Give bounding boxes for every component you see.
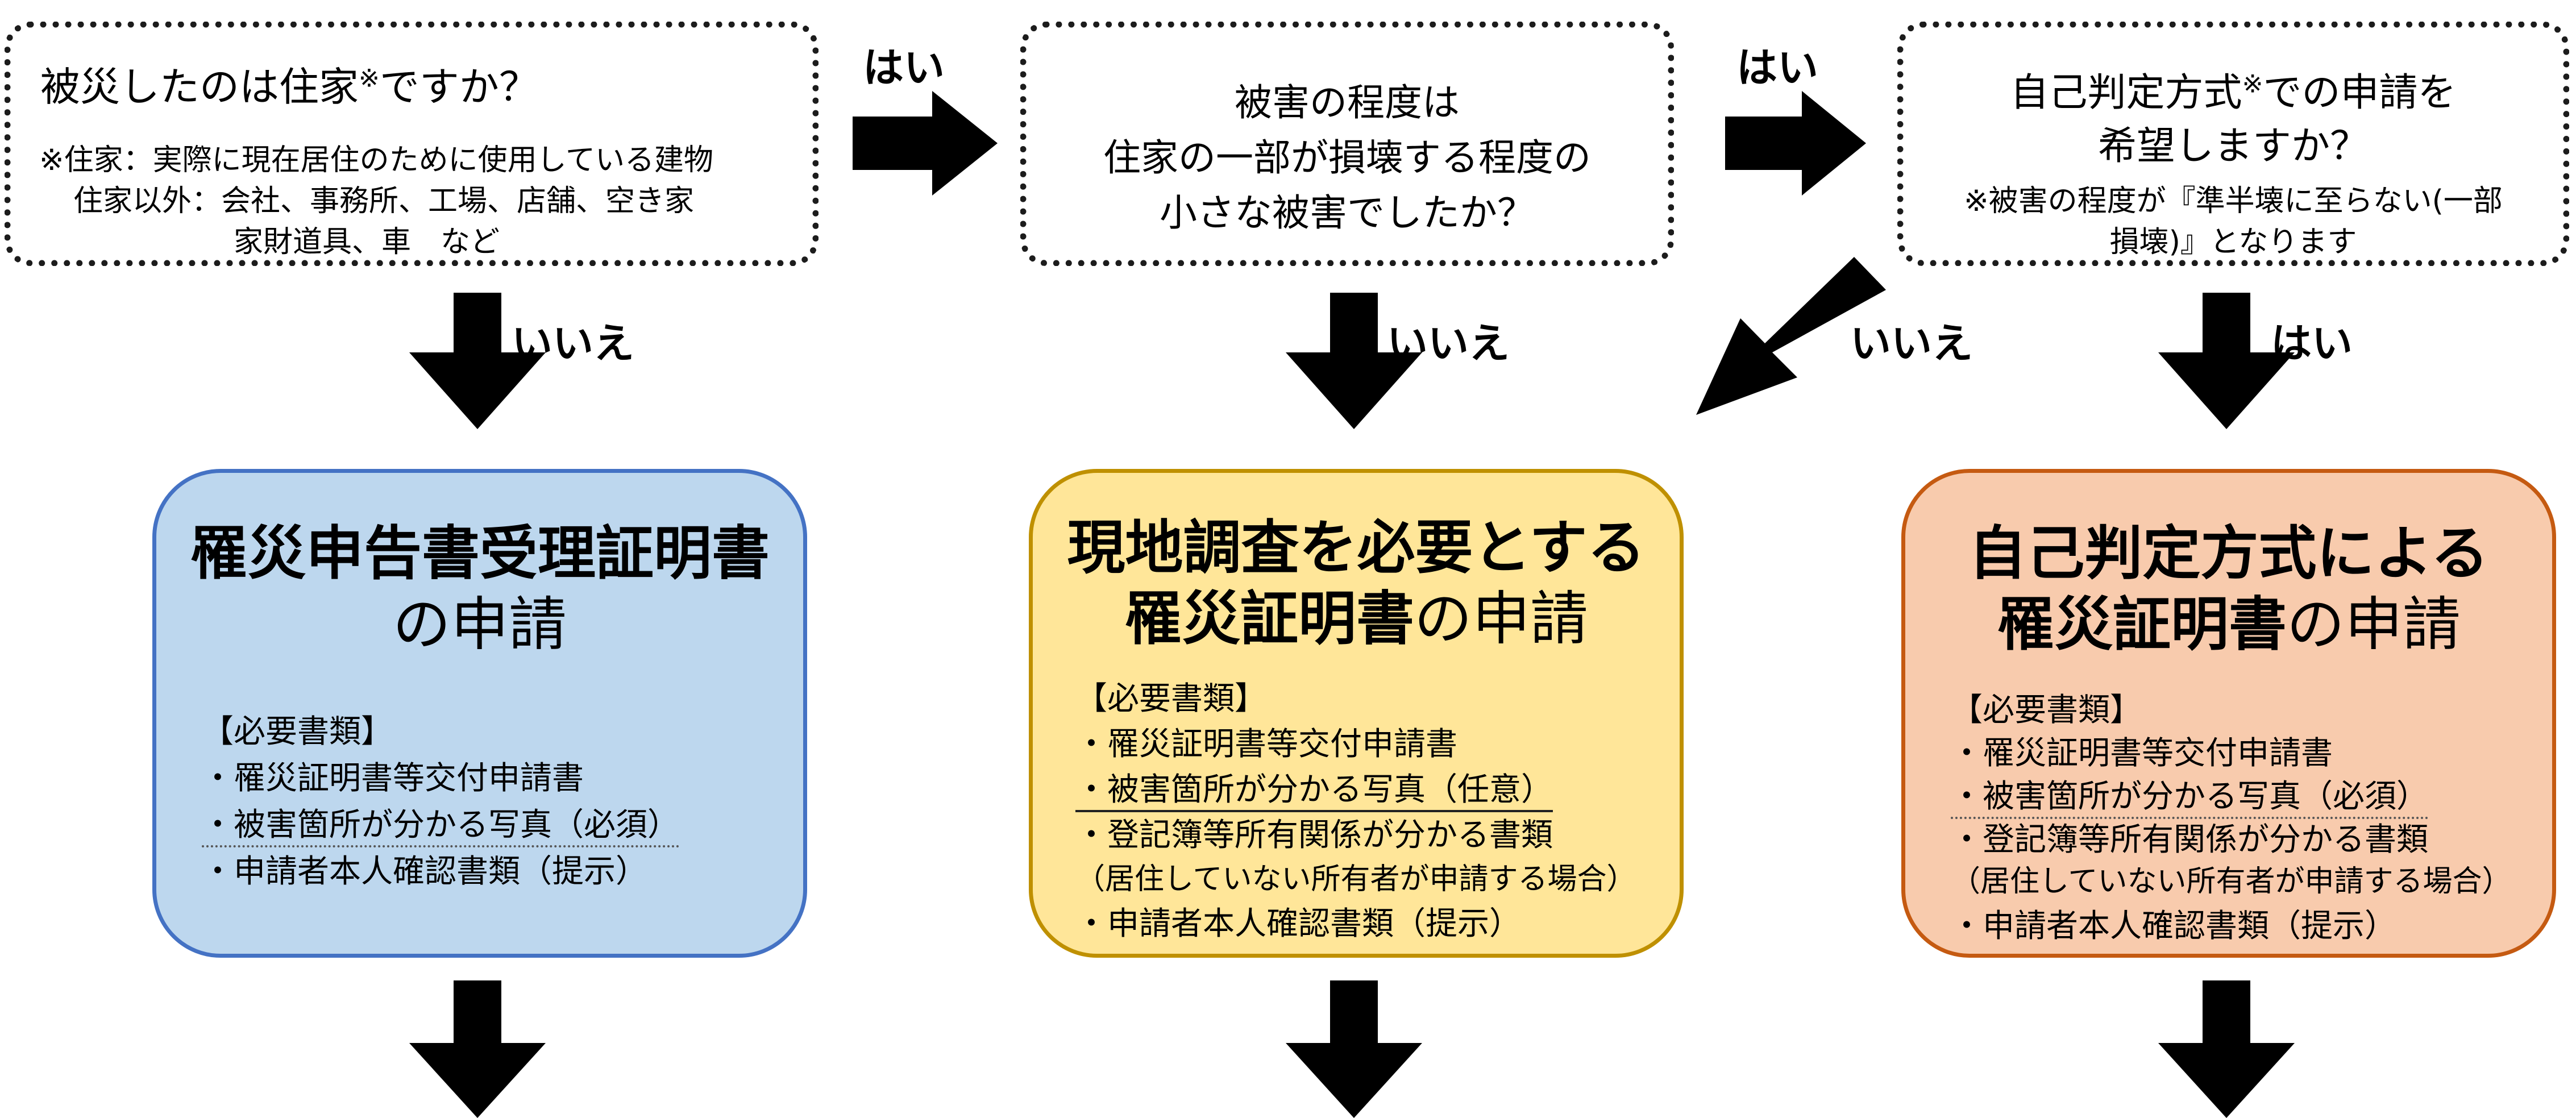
question-3-note-2: 損壊)』となります xyxy=(2109,225,2357,259)
card-orange-item-3-note: （居住していない所有者が申請する場合） xyxy=(1951,865,2512,899)
card-orange-item-3: ・登記簿等所有関係が分かる書類 xyxy=(1951,821,2428,858)
card-blue-docs-header: 【必要書類】 xyxy=(202,713,393,750)
arrow-q2-to-q3 xyxy=(1725,91,1866,196)
card-orange-title: 自己判定方式による xyxy=(1968,520,2489,588)
label-yes-1: はい xyxy=(863,44,945,92)
card-orange-item-1: ・罹災証明書等交付申請書 xyxy=(1951,735,2333,772)
arrow-q3-down xyxy=(2158,293,2295,429)
card-blue-title-sub: の申請 xyxy=(393,591,567,659)
question-2-line-1: 被害の程度は xyxy=(1235,81,1460,124)
question-1-note-3: 家財道具、車 など xyxy=(234,225,500,259)
label-no-2: いいえ xyxy=(1387,319,1510,367)
card-orange-docs-header: 【必要書類】 xyxy=(1951,692,2142,729)
card-yellow-item-3-note: （居住していない所有者が申請する場合） xyxy=(1075,862,1636,896)
label-yes-2: はい xyxy=(1736,44,1819,92)
question-box-2: 被害の程度は 住家の一部が損壊する程度の 小さな被害でしたか？ xyxy=(1020,22,1674,266)
arrow-orange-bottom xyxy=(2158,980,2295,1118)
arrow-blue-bottom xyxy=(409,980,546,1118)
card-yellow-item-4: ・申請者本人確認書類（提示） xyxy=(1075,905,1521,942)
arrow-q1-down xyxy=(409,293,546,429)
card-orange-title-2: 罹災証明書の申請 xyxy=(1997,591,2461,659)
card-orange-item-2: ・被害箇所が分かる写真（必須） xyxy=(1951,771,2428,819)
question-box-3: 自己判定方式※での申請を 希望しますか？ ※被害の程度が『準半壊に至らない(一部… xyxy=(1897,22,2569,266)
card-self-assessment-certificate: 自己判定方式による 罹災証明書の申請 【必要書類】 ・罹災証明書等交付申請書 ・… xyxy=(1901,469,2556,958)
arrow-q1-to-q2 xyxy=(853,91,998,196)
card-yellow-item-3: ・登記簿等所有関係が分かる書類 xyxy=(1075,817,1553,854)
arrow-yellow-bottom xyxy=(1286,980,1422,1118)
card-blue-item-2: ・被害箇所が分かる写真（必須） xyxy=(202,799,679,847)
card-onsite-survey-certificate: 現地調査を必要とする 罹災証明書の申請 【必要書類】 ・罹災証明書等交付申請書 … xyxy=(1029,469,1684,958)
question-box-1: 被災したのは住家※ですか？ ※住家：実際に現在居住のために使用している建物 住家… xyxy=(5,22,818,266)
arrow-q3-to-yellow xyxy=(1696,257,1886,415)
card-blue-title: 罹災申告書受理証明書 xyxy=(190,520,770,588)
card-yellow-title: 現地調査を必要とする xyxy=(1067,514,1646,582)
question-1-note-2: 住家以外：会社、事務所、工場、店舗、空き家 xyxy=(73,184,695,218)
card-blue-item-1: ・罹災証明書等交付申請書 xyxy=(202,760,584,797)
arrow-q2-down xyxy=(1286,293,1422,429)
note-mark: ※ xyxy=(2242,69,2263,99)
label-yes-3: はい xyxy=(2271,319,2353,367)
note-mark: ※ xyxy=(359,64,380,93)
card-orange-item-4: ・申請者本人確認書類（提示） xyxy=(1951,908,2396,945)
card-yellow-docs-header: 【必要書類】 xyxy=(1075,680,1266,717)
card-blue-item-3: ・申請者本人確認書類（提示） xyxy=(202,853,647,890)
question-2-line-2: 住家の一部が損壊する程度の xyxy=(1103,136,1591,180)
label-no-1: いいえ xyxy=(512,319,635,367)
card-disaster-declaration-certificate: 罹災申告書受理証明書 の申請 【必要書類】 ・罹災証明書等交付申請書 ・被害箇所… xyxy=(152,469,807,958)
question-3-line-2: 希望しますか？ xyxy=(2097,124,2369,169)
card-yellow-title-2: 罹災証明書の申請 xyxy=(1124,585,1588,653)
question-1-title: 被災したのは住家※ですか？ xyxy=(40,64,539,110)
question-3-note-1: ※被害の程度が『準半壊に至らない(一部 xyxy=(1964,184,2503,218)
question-1-note-1: ※住家：実際に現在居住のために使用している建物 xyxy=(39,143,714,177)
card-yellow-item-1: ・罹災証明書等交付申請書 xyxy=(1075,726,1457,763)
question-2-line-3: 小さな被害でしたか？ xyxy=(1160,191,1535,235)
label-no-3: いいえ xyxy=(1850,319,1973,367)
question-3-line-1: 自己判定方式※での申請を xyxy=(2010,69,2457,115)
card-yellow-item-2: ・被害箇所が分かる写真（任意） xyxy=(1075,764,1553,812)
